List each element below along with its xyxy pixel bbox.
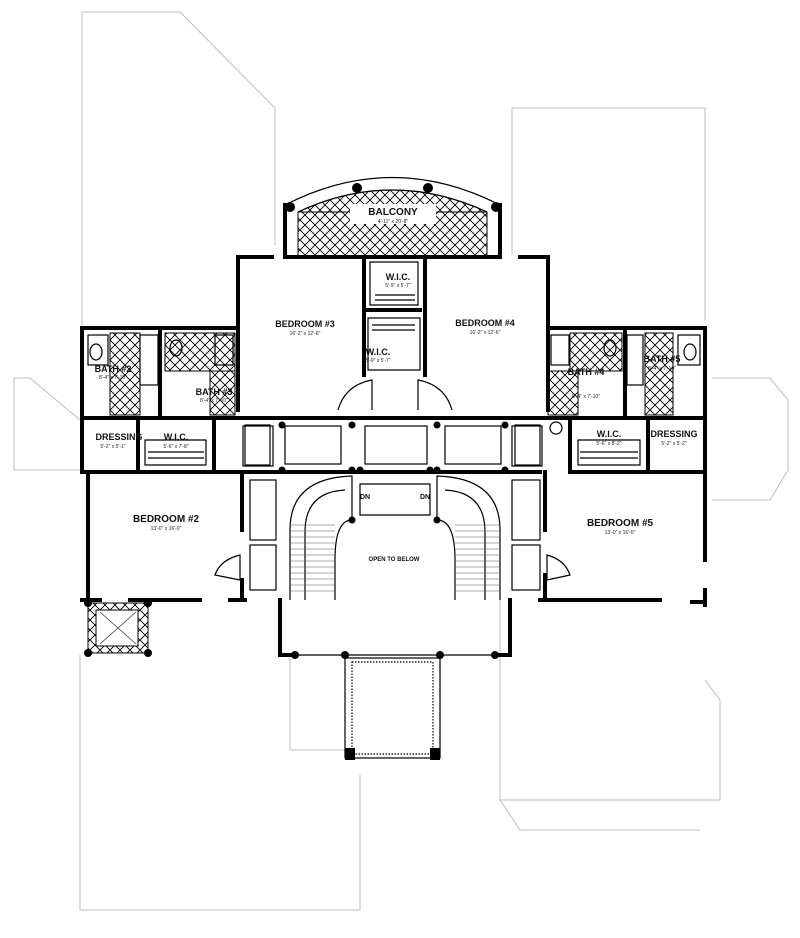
bath-3-size: 8'-4" x 7'-10" <box>200 398 228 404</box>
wic-left-size: 5'-6" x 7'-8" <box>163 444 188 450</box>
balcony-size: 4'-11" x 20'-8" <box>378 219 409 225</box>
dressing-left-size: 5'-2" x 5'-1" <box>100 444 125 450</box>
left-wing <box>80 326 240 474</box>
bedroom-5-label: BEDROOM #5 <box>587 518 654 529</box>
bedroom-5-walls <box>511 424 707 607</box>
bedroom-3-size: 16'-2" x 12'-6" <box>290 331 321 337</box>
balcony <box>283 176 502 259</box>
bath-5-label: BATH #5 <box>644 354 681 364</box>
bedroom-2-label: BEDROOM #2 <box>133 514 200 525</box>
wic-right-size: 5'-6" x 8'-2" <box>596 441 621 447</box>
lower-floor-outline <box>13 11 789 911</box>
room-labels: BALCONY 4'-11" x 20'-8" W.I.C. 5'-9" x 5… <box>95 207 698 563</box>
dressing-right-label: DRESSING <box>650 429 697 439</box>
dressing-left-label: DRESSING <box>95 432 142 442</box>
grand-staircase <box>289 466 501 600</box>
side-balcony-left <box>84 599 152 657</box>
bath-2-size: 8'-4" x 7'-10" <box>99 375 127 381</box>
wic-mid-size: 5'-9" x 5'-7" <box>365 358 390 364</box>
bedroom-4-size: 16'-2" x 12'-6" <box>470 330 501 336</box>
open-to-below-label: OPEN TO BELOW <box>369 557 420 563</box>
stair-dn-left: DN <box>360 494 370 501</box>
open-to-below-rail <box>278 598 512 760</box>
bedroom-4-label: BEDROOM #4 <box>455 318 515 328</box>
wic-top-size: 5'-9" x 5'-7" <box>385 283 410 289</box>
bedroom-3-label: BEDROOM #3 <box>275 319 335 329</box>
right-wing <box>546 326 707 474</box>
bath-3-label: BATH #3 <box>196 387 233 397</box>
stair-dn-right: DN <box>420 494 430 501</box>
wic-right-label: W.I.C. <box>597 429 622 439</box>
balcony-label: BALCONY <box>368 207 418 218</box>
bath-2-label: BATH #2 <box>95 364 132 374</box>
gallery <box>216 416 550 474</box>
bedroom-2-size: 13'-0" x 16'-0" <box>151 526 182 532</box>
bedroom-wing-walls <box>236 255 550 412</box>
dressing-right-size: 5'-2" x 5'-2" <box>661 441 686 447</box>
bedroom-5-size: 13'-0" x 16'-0" <box>605 530 636 536</box>
bath-5-size: 8'-4" x 7'-10" <box>648 366 676 372</box>
bath-4-label: BATH #4 <box>568 367 605 377</box>
bath-4-size: 8'-4" x 7'-10" <box>572 394 600 400</box>
wic-left-label: W.I.C. <box>164 432 189 442</box>
wic-top-label: W.I.C. <box>386 272 411 282</box>
bedroom-2-walls <box>80 424 277 602</box>
wic-mid-label: W.I.C. <box>366 347 391 357</box>
